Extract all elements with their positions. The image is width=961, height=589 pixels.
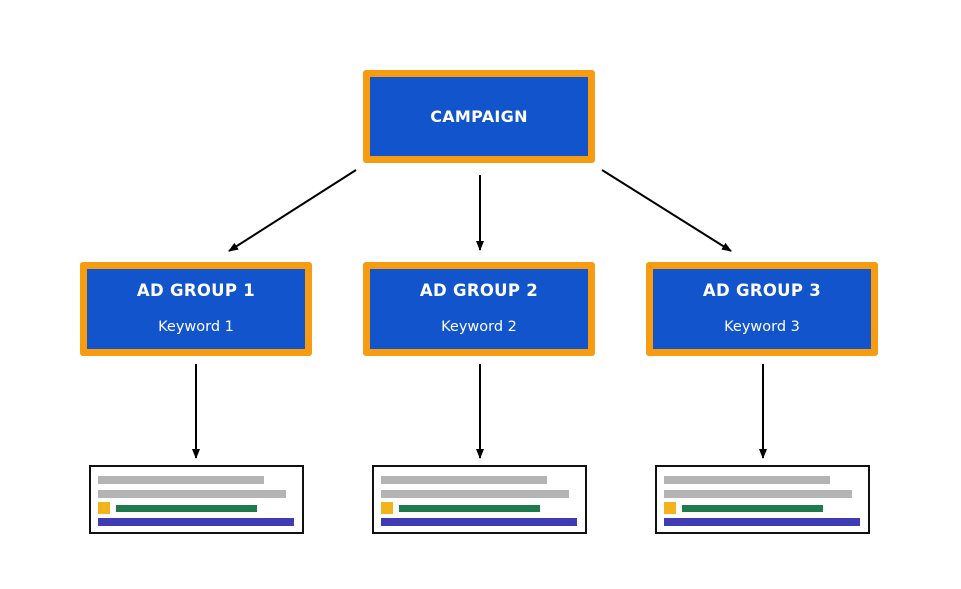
ad-footer-line (381, 518, 577, 526)
ad-preview-3 (655, 465, 870, 534)
arrow-campaign-to-group-3 (601, 169, 732, 252)
ad-headline-line (98, 476, 264, 484)
ad-group-box-3: AD GROUP 3 Keyword 3 (646, 262, 878, 356)
ad-group-title: AD GROUP 1 (136, 281, 256, 300)
campaign-box: CAMPAIGN (363, 70, 595, 163)
ad-headline-line (664, 476, 830, 484)
ad-badge-icon (98, 502, 110, 514)
ad-preview-1 (89, 465, 304, 534)
ad-headline-line (381, 476, 547, 484)
ad-group-keyword: Keyword 1 (158, 319, 234, 335)
ad-badge-icon (381, 502, 393, 514)
ad-description-line (682, 505, 823, 512)
ad-description-line (399, 505, 540, 512)
ad-group-title: AD GROUP 3 (702, 281, 822, 300)
ad-group-keyword: Keyword 3 (724, 319, 800, 335)
ad-badge-icon (664, 502, 676, 514)
ad-group-title: AD GROUP 2 (419, 281, 539, 300)
ad-group-box-1: AD GROUP 1 Keyword 1 (80, 262, 312, 356)
ad-group-keyword: Keyword 2 (441, 319, 517, 335)
ad-url-line (98, 490, 286, 498)
arrow-campaign-to-group-1 (228, 169, 357, 252)
ad-group-box-2: AD GROUP 2 Keyword 2 (363, 262, 595, 356)
ad-preview-2 (372, 465, 587, 534)
ad-url-line (381, 490, 569, 498)
ad-footer-line (98, 518, 294, 526)
ad-description-line (116, 505, 257, 512)
ad-footer-line (664, 518, 860, 526)
ad-url-line (664, 490, 852, 498)
campaign-label: CAMPAIGN (430, 107, 528, 126)
